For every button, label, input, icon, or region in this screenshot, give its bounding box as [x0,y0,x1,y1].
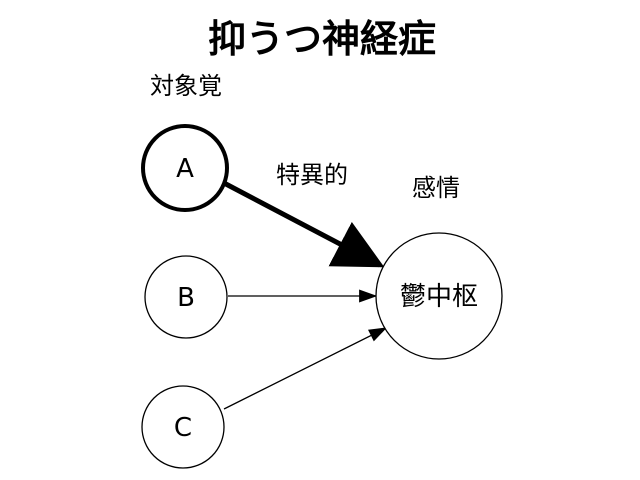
diagram-title: 抑うつ神経症 [208,17,436,61]
node-b-label: B [177,283,195,313]
node-a: A [141,124,229,212]
center-node: 鬱中枢 [375,232,503,360]
left-group-label: 対象覚 [150,72,222,100]
node-c-label: C [174,413,192,443]
center-node-label: 鬱中枢 [400,282,478,312]
node-a-label: A [176,154,194,184]
edge-label: 特異的 [276,161,348,189]
arrow-a-to-center [222,180,385,268]
arrow-c-to-center [223,327,388,410]
node-b: B [144,255,228,339]
right-group-label: 感情 [412,174,460,202]
node-c: C [141,385,225,469]
